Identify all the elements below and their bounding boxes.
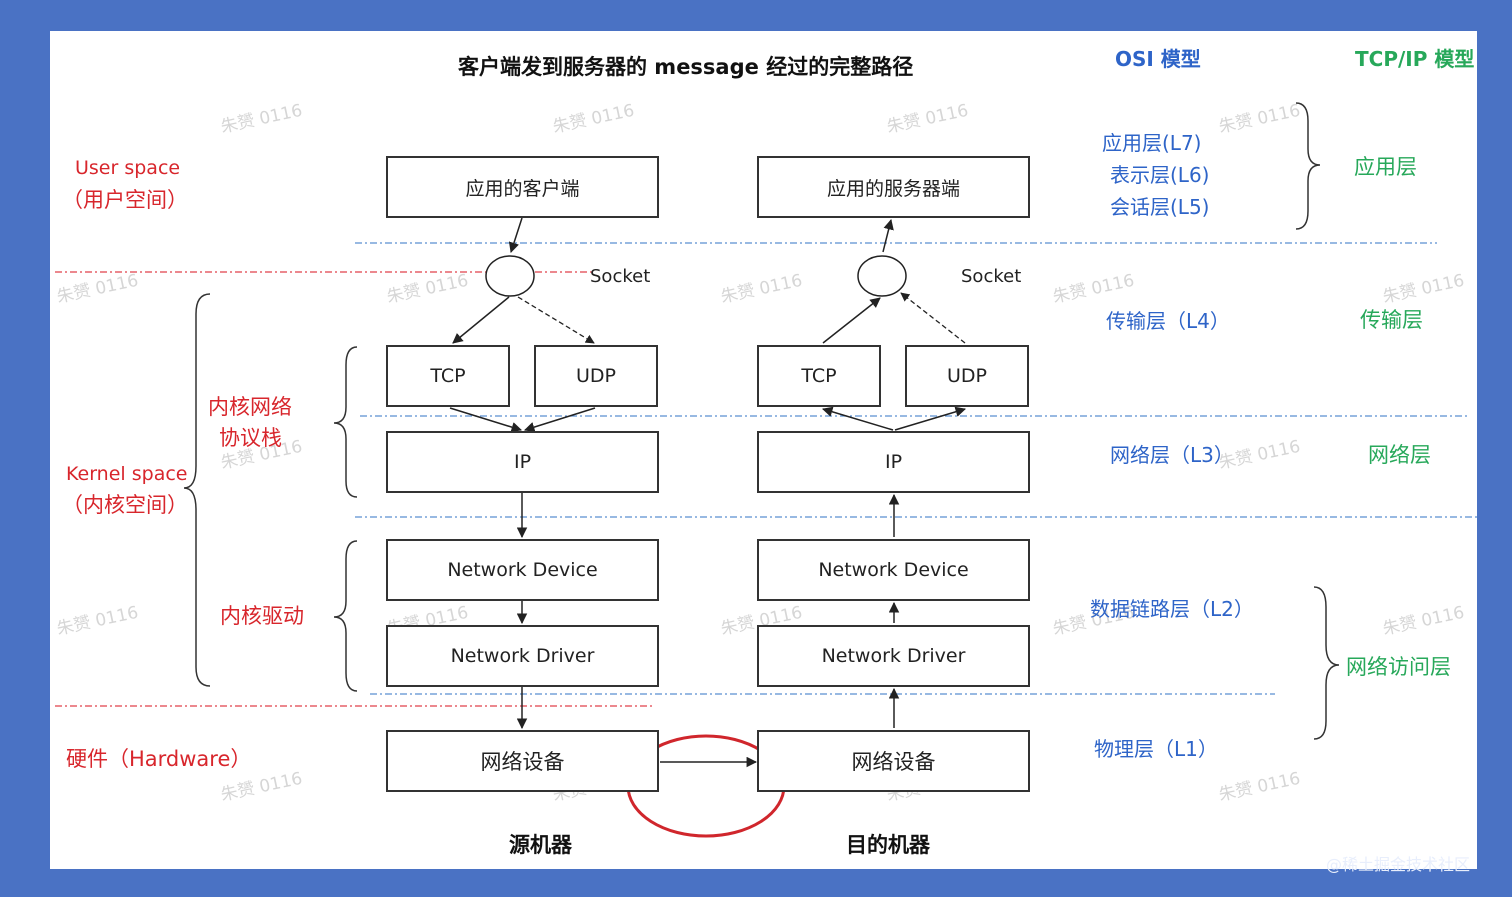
server-network-driver-text: Network Driver [821,645,966,667]
client-socket-label: Socket [590,266,651,287]
client-app-box: 应用的客户端 [386,156,659,218]
client-hardware-box: 网络设备 [386,730,659,792]
osi-l5-label: 会话层(L5) [1110,195,1210,219]
server-udp-text: UDP [947,365,987,387]
protocol-stack-brace [333,346,358,498]
app-layer-brace [1295,102,1321,230]
server-socket-circle [857,255,907,297]
network-access-brace [1313,586,1340,740]
tcpip-transport-label: 传输层 [1360,308,1423,332]
server-network-device-text: Network Device [818,559,969,581]
server-app-text: 应用的服务器端 [826,177,960,200]
server-udp-box: UDP [905,345,1029,407]
osi-l4-label: 传输层（L4） [1106,309,1230,333]
client-app-text: 应用的客户端 [465,177,580,200]
kernel-driver-label: 内核驱动 [220,604,304,628]
credit-text: @稀土掘金技术社区 [1326,855,1471,874]
server-ip-box: IP [757,431,1030,493]
diagram-canvas: 朱赟 0116 朱赟 0116 朱赟 0116 朱赟 0116 朱赟 0116 … [50,31,1477,869]
osi-l6-label: 表示层(L6) [1110,163,1210,187]
tcpip-network-label: 网络层 [1368,443,1431,467]
source-machine-label: 源机器 [509,833,572,857]
server-app-box: 应用的服务器端 [757,156,1030,218]
client-ip-text: IP [513,451,532,473]
client-udp-text: UDP [576,365,616,387]
driver-brace [333,540,358,692]
protocol-stack-label: 协议栈 [219,426,282,450]
user-space-label: User space [75,157,181,179]
kernel-space-label: Kernel space [66,463,188,485]
client-tcp-text: TCP [430,365,466,387]
osi-l7-label: 应用层(L7) [1102,131,1202,155]
server-tcp-text: TCP [801,365,837,387]
client-socket-circle [485,255,535,297]
server-hardware-box: 网络设备 [757,730,1030,792]
client-network-driver-text: Network Driver [450,645,595,667]
osi-l1-label: 物理层（L1） [1094,737,1218,761]
osi-l3-label: 网络层（L3） [1110,443,1234,467]
server-hardware-text: 网络设备 [851,750,936,774]
server-network-device-box: Network Device [757,539,1030,601]
client-network-driver-box: Network Driver [386,625,659,687]
tcpip-access-label: 网络访问层 [1346,655,1451,679]
kernel-space-brace [183,293,211,687]
server-ip-text: IP [884,451,903,473]
server-network-driver-box: Network Driver [757,625,1030,687]
client-network-device-text: Network Device [447,559,598,581]
hardware-label: 硬件（Hardware） [66,747,252,771]
destination-machine-label: 目的机器 [846,833,930,857]
kernel-space-cn-label: （内核空间） [62,493,188,517]
client-hardware-text: 网络设备 [480,750,565,774]
server-tcp-box: TCP [757,345,881,407]
diagram-title: 客户端发到服务器的 message 经过的完整路径 [458,55,914,79]
tcpip-app-label: 应用层 [1354,155,1417,179]
osi-l2-label: 数据链路层（L2） [1090,597,1254,621]
user-space-cn-label: （用户空间） [62,188,188,212]
server-socket-label: Socket [961,266,1022,287]
osi-model-header: OSI 模型 [1115,47,1201,71]
client-udp-box: UDP [534,345,658,407]
kernel-network-label: 内核网络 [208,395,292,419]
client-tcp-box: TCP [386,345,510,407]
tcpip-model-header: TCP/IP 模型 [1355,47,1475,71]
client-ip-box: IP [386,431,659,493]
client-network-device-box: Network Device [386,539,659,601]
